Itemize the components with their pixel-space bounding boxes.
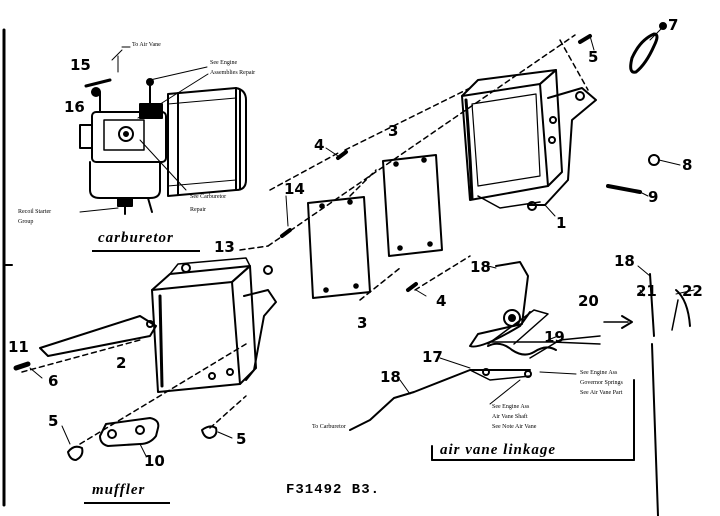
- part-number-18-right: 18: [614, 252, 635, 270]
- title-air-vane-linkage: air vane linkage: [440, 442, 556, 458]
- part-number-20: 20: [578, 292, 599, 310]
- part-number-21: 21: [636, 282, 657, 300]
- title-carburetor: carburetor: [98, 230, 174, 246]
- callout-carb-1: See Carburetor: [190, 194, 227, 200]
- part-number-4-top: 4: [314, 136, 325, 154]
- callout-vane-shaft-3: See Note Air Vane: [492, 424, 537, 430]
- callout-to-carburetor: To Carburetor: [312, 424, 346, 430]
- part-number-4-mid: 4: [436, 292, 447, 310]
- callout-starter-2: Group: [18, 219, 34, 225]
- muffler-plate: [99, 417, 160, 457]
- muffler-drawing: [21, 245, 277, 445]
- callout-to-air-vane: To Air Vane: [132, 42, 161, 48]
- part-number-22: 22: [682, 282, 703, 300]
- part-number-10: 10: [144, 452, 165, 470]
- part-number-2: 2: [116, 354, 127, 372]
- callout-engine-1: See Engine: [210, 60, 238, 66]
- part-number-3-bottom: 3: [357, 314, 368, 332]
- air-vane-linkage-drawing: [349, 261, 695, 431]
- part-number-7: 7: [668, 16, 679, 34]
- part-number-18-plate: 18: [470, 258, 491, 276]
- callout-governor-2: Governor Springs: [580, 380, 623, 386]
- part-number-13: 13: [214, 238, 235, 256]
- part-number-5-right: 5: [236, 430, 247, 448]
- part-number-18-link: 18: [380, 368, 401, 386]
- part-number-8: 8: [682, 156, 693, 174]
- gasket-upper: [382, 154, 443, 257]
- part-number-5-left: 5: [48, 412, 59, 430]
- part-number-19: 19: [544, 328, 565, 346]
- gasket-lower: [307, 196, 371, 299]
- callout-vane-shaft-1: See Engine Ass: [492, 404, 530, 410]
- part-number-9: 9: [648, 188, 659, 206]
- title-carburetor-underline: [92, 250, 200, 252]
- callout-carb-2: Repair: [190, 207, 206, 213]
- part-number-14: 14: [284, 180, 305, 198]
- figure-code: F31492 B3.: [286, 482, 381, 498]
- box-assembly-upper: [461, 69, 597, 217]
- part-number-3-top: 3: [388, 122, 399, 140]
- callout-engine-2: Assemblies Repair: [210, 70, 256, 76]
- carburetor-drawing: [79, 46, 247, 215]
- part-number-11: 11: [8, 338, 29, 356]
- callout-governor-1: See Engine Ass: [580, 370, 618, 376]
- callout-governor-3: See Air Vane Part: [580, 390, 623, 396]
- title-muffler-underline: [84, 502, 170, 504]
- part-number-17: 17: [422, 348, 443, 366]
- title-muffler: muffler: [92, 482, 146, 498]
- callout-vane-shaft-2: Air Vane Shaft: [492, 414, 528, 420]
- part-number-6: 6: [48, 372, 59, 390]
- part-number-16: 16: [64, 98, 85, 116]
- part-number-15: 15: [70, 56, 91, 74]
- part-number-5-top: 5: [588, 48, 599, 66]
- callout-starter-1: Recoil Starter: [18, 209, 52, 215]
- part-number-1: 1: [556, 214, 567, 232]
